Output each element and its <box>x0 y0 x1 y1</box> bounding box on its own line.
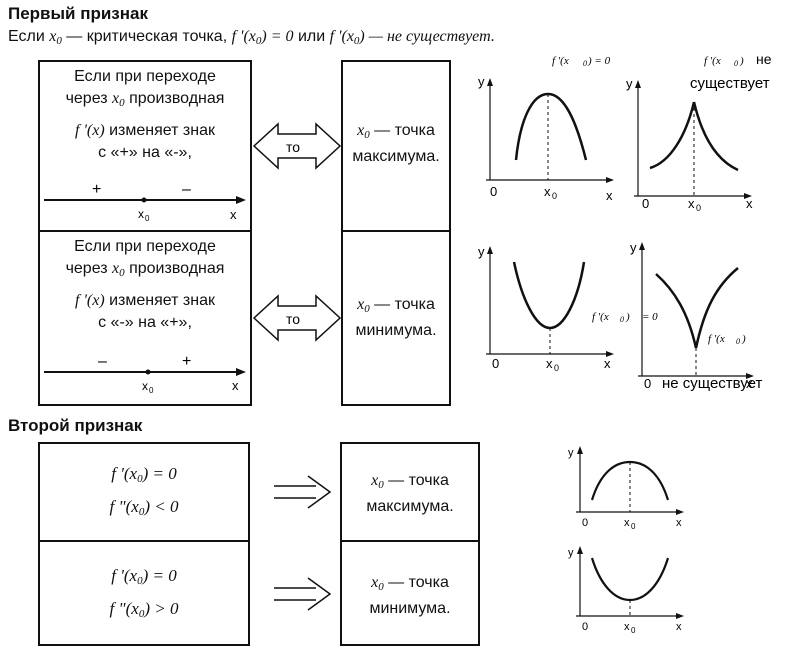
svg-text:0: 0 <box>582 621 588 633</box>
svg-text:y: y <box>478 244 485 259</box>
first-criterion-title: Первый признак <box>8 4 148 23</box>
second-max-result-box: x0 — точка максимума. <box>340 442 480 542</box>
min-condition-text: Если при переходе через x0 производная f… <box>65 238 225 331</box>
svg-text:) = 0: ) = 0 <box>587 55 611 67</box>
svg-text:x: x <box>746 376 753 391</box>
svg-text:x: x <box>606 188 613 203</box>
svg-text:x: x <box>746 196 753 211</box>
svg-text:y: y <box>630 240 637 255</box>
graph-cusp-min: y 0 x f '(x 0 ) = 0 f '(x 0 ) не существ… <box>592 240 762 392</box>
svg-text:0: 0 <box>490 184 497 199</box>
svg-text:f '(x: f '(x <box>708 333 725 345</box>
max-result-box: x0 — точка максимума. <box>341 60 451 232</box>
svg-text:существует: существует <box>690 75 770 92</box>
double-arrow-min: то <box>252 294 342 342</box>
svg-text:= 0: = 0 <box>642 311 658 323</box>
svg-text:x: x <box>142 379 148 393</box>
svg-text:x: x <box>232 378 239 393</box>
svg-text:–: – <box>98 353 107 370</box>
svg-text:0: 0 <box>145 214 150 223</box>
svg-text:0: 0 <box>631 626 636 635</box>
svg-text:0: 0 <box>552 191 557 201</box>
svg-text:x: x <box>230 207 237 222</box>
max-condition-box: Если при переходе через x0 производная f… <box>38 60 252 232</box>
svg-text:): ) <box>739 55 744 67</box>
svg-text:y: y <box>626 76 633 91</box>
svg-text:то: то <box>286 311 300 327</box>
svg-text:не существует: не существует <box>662 375 762 392</box>
svg-text:f '(x: f '(x <box>704 55 721 67</box>
svg-text:не: не <box>756 51 772 67</box>
svg-text:0: 0 <box>696 203 701 213</box>
svg-text:0: 0 <box>149 386 154 395</box>
svg-text:f '(x: f '(x <box>552 55 569 67</box>
second-criterion-title: Второй признак <box>8 416 143 435</box>
implication-arrow-min <box>274 577 332 611</box>
second-max-condition-box: f '(x0) = 0 f "(x0) < 0 <box>38 442 250 542</box>
svg-text:0: 0 <box>736 337 740 346</box>
svg-text:x: x <box>624 621 630 633</box>
svg-text:): ) <box>741 333 746 345</box>
svg-text:то: то <box>286 139 300 155</box>
svg-text:0: 0 <box>631 522 636 531</box>
svg-text:x: x <box>624 517 630 529</box>
second-min-condition-box: f '(x0) = 0 f "(x0) > 0 <box>38 540 250 646</box>
svg-text:f '(x: f '(x <box>592 311 609 323</box>
svg-text:0: 0 <box>644 376 651 391</box>
svg-text:x: x <box>604 356 611 371</box>
double-arrow-max: то <box>252 122 342 170</box>
implication-arrow-max <box>274 475 332 509</box>
svg-text:x: x <box>546 356 553 371</box>
intro-text: Если x0 — критическая точка, f '(x0) = 0… <box>8 28 495 47</box>
svg-text:0: 0 <box>582 517 588 529</box>
svg-text:0: 0 <box>620 315 624 324</box>
plus-sign: + <box>92 181 101 198</box>
svg-text:x: x <box>138 207 144 221</box>
svg-text:y: y <box>568 547 574 559</box>
svg-text:x: x <box>676 621 682 633</box>
svg-text:0: 0 <box>583 59 587 68</box>
minus-sign: – <box>182 181 191 198</box>
svg-text:+: + <box>182 353 191 370</box>
svg-text:y: y <box>478 74 485 89</box>
svg-text:x: x <box>676 517 682 529</box>
svg-text:x: x <box>688 196 695 211</box>
min-result-box: x0 — точка минимума. <box>341 230 451 406</box>
svg-text:x: x <box>544 184 551 199</box>
svg-text:0: 0 <box>642 196 649 211</box>
max-condition-text: Если при переходе через x0 производная f… <box>65 68 225 161</box>
second-min-result-box: x0 — точка минимума. <box>340 540 480 646</box>
svg-text:): ) <box>625 311 630 323</box>
min-condition-box: Если при переходе через x0 производная f… <box>38 230 252 406</box>
svg-text:0: 0 <box>734 59 738 68</box>
svg-text:0: 0 <box>554 363 559 373</box>
svg-text:0: 0 <box>492 356 499 371</box>
svg-text:y: y <box>568 447 574 459</box>
